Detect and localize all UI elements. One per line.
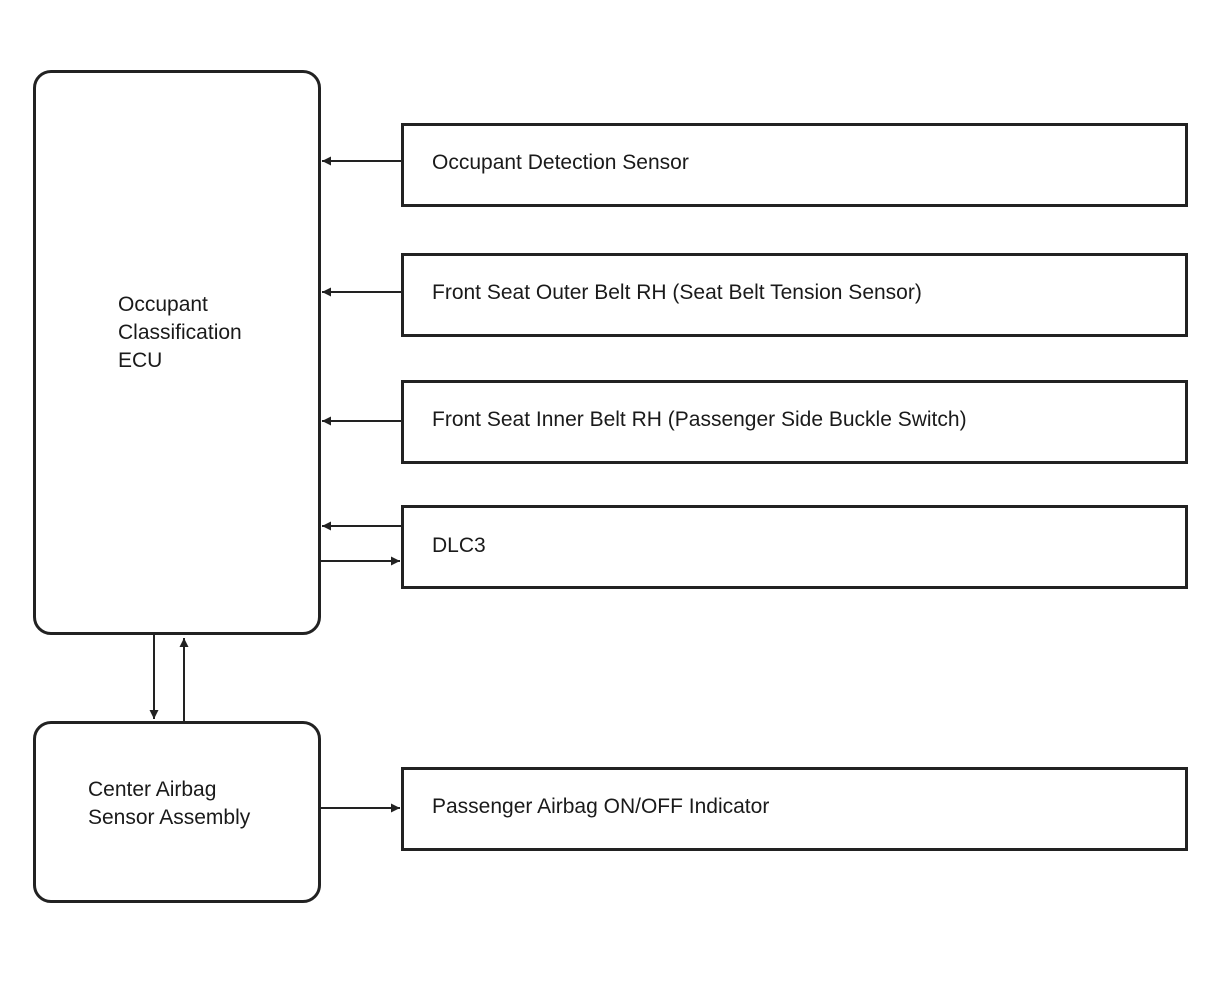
occupant-detection-sensor-label: Occupant Detection Sensor (432, 151, 689, 174)
ecu-block: Occupant Classification ECU (33, 70, 321, 635)
airbag-sensor-label: Center Airbag Sensor Assembly (88, 776, 250, 832)
outer-belt-block: Front Seat Outer Belt RH (Seat Belt Tens… (401, 253, 1188, 337)
airbag-sensor-label-line-1: Center Airbag (88, 778, 217, 801)
ecu-label-line-1: Occupant (118, 293, 208, 316)
airbag-sensor-label-line-2: Sensor Assembly (88, 806, 251, 829)
dlc3-block: DLC3 (401, 505, 1188, 589)
dlc3-label: DLC3 (432, 534, 486, 557)
ecu-label-line-3: ECU (118, 349, 163, 372)
indicator-block: Passenger Airbag ON/OFF Indicator (401, 767, 1188, 851)
inner-belt-block: Front Seat Inner Belt RH (Passenger Side… (401, 380, 1188, 464)
ecu-label: Occupant Classification ECU (118, 291, 242, 375)
ecu-label-line-2: Classification (118, 321, 242, 344)
occupant-detection-sensor-block: Occupant Detection Sensor (401, 123, 1188, 207)
inner-belt-label: Front Seat Inner Belt RH (Passenger Side… (432, 408, 967, 431)
airbag-sensor-block: Center Airbag Sensor Assembly (33, 721, 321, 903)
outer-belt-label: Front Seat Outer Belt RH (Seat Belt Tens… (432, 281, 922, 304)
indicator-label: Passenger Airbag ON/OFF Indicator (432, 795, 770, 818)
